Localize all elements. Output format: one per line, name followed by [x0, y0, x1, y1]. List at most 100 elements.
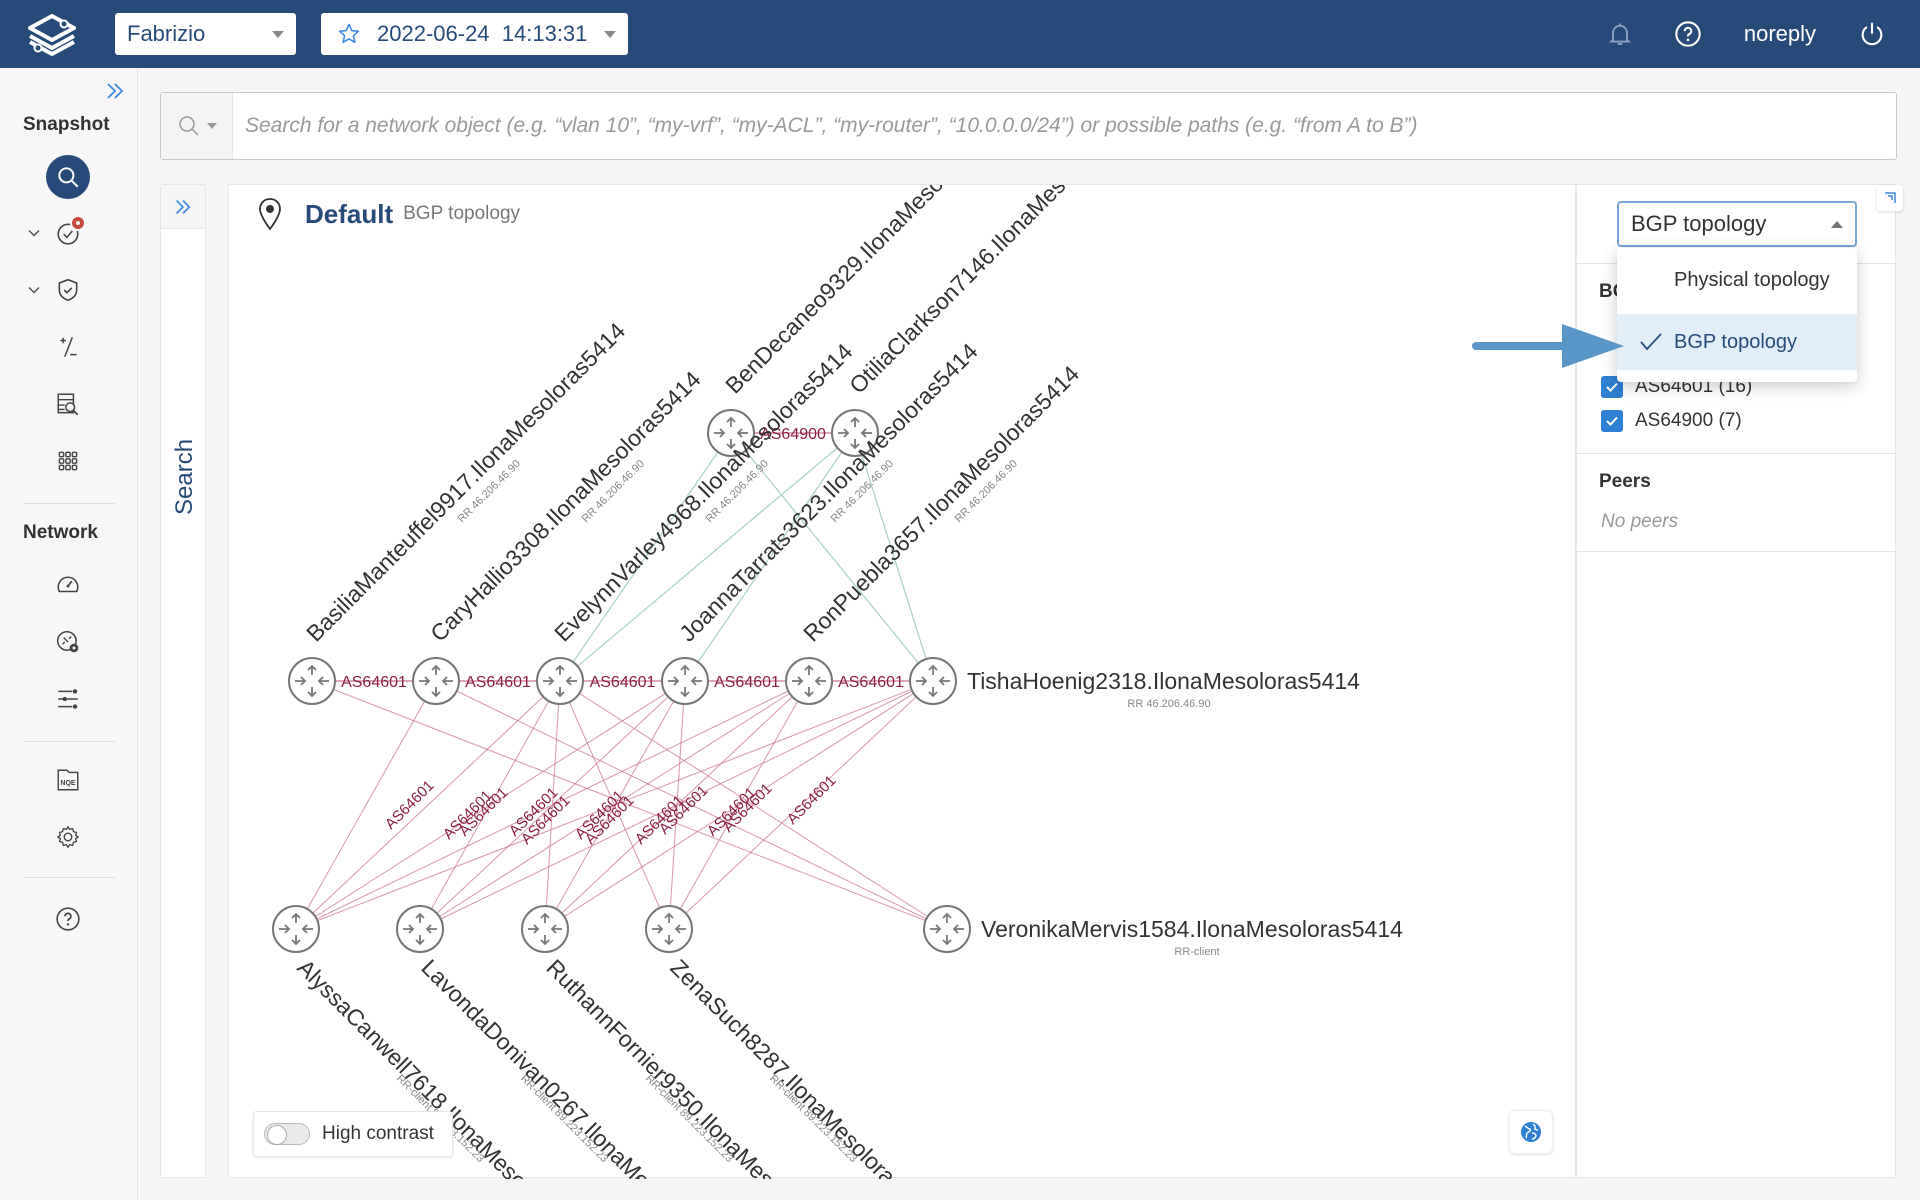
sidebar: Snapshot Network NQ — [0, 68, 138, 1200]
map-view-button[interactable] — [1509, 1110, 1553, 1154]
router-role: RR 46.206.46.90 — [1127, 698, 1210, 710]
star-icon[interactable] — [337, 22, 361, 46]
search-icon — [178, 116, 199, 136]
sidebar-item-collection-settings[interactable] — [46, 620, 90, 664]
plus-minus-icon — [60, 336, 77, 358]
sidebar-item-settings[interactable] — [46, 815, 90, 859]
help-icon[interactable] — [1674, 20, 1702, 48]
sidebar-item-dashboard[interactable] — [46, 563, 90, 607]
sidebar-item-verifications[interactable] — [46, 211, 90, 255]
svg-text:AS64601: AS64601 — [838, 674, 904, 691]
nqe-folder-icon: NQE — [57, 769, 79, 791]
sliders-icon — [58, 689, 78, 709]
top-bar: Fabrizio 2022-06-24 14:13:31 noreply — [0, 0, 1920, 68]
shield-check-icon — [58, 278, 78, 302]
svg-text:AS64601: AS64601 — [784, 772, 840, 828]
router-node[interactable]: VeronikaMervis1584.IlonaMesoloras5414RR-… — [923, 905, 1403, 958]
annotation-arrow-icon — [1472, 324, 1624, 368]
dropdown-option-physical-topology[interactable]: Physical topology — [1674, 268, 1830, 291]
router-name: TishaHoenig2318.IlonaMesoloras5414 — [967, 668, 1360, 694]
global-search-bar — [160, 92, 1897, 160]
search-side-tab: Search — [160, 184, 206, 1178]
corner-arrow-icon — [1885, 192, 1896, 203]
sidebar-item-search[interactable] — [46, 155, 90, 199]
grid-icon — [58, 451, 78, 471]
gauge-icon — [57, 576, 79, 593]
dropdown-option-bgp-topology[interactable]: BGP topology — [1617, 314, 1857, 370]
svg-text:AS64601: AS64601 — [382, 777, 438, 833]
high-contrast-toggle[interactable]: High contrast — [253, 1111, 453, 1157]
topology-view-select[interactable]: BGP topology — [1617, 201, 1857, 247]
chevron-down-icon[interactable] — [27, 226, 41, 240]
topology-view-dropdown-menu: Physical topology BGP topology — [1617, 248, 1857, 382]
canvas-header: Default BGP topology — [257, 197, 520, 231]
checkbox-checked[interactable] — [1601, 410, 1623, 432]
svg-text:AS64601: AS64601 — [465, 674, 531, 691]
search-input[interactable] — [245, 93, 1885, 159]
sidebar-divider — [23, 877, 115, 878]
checkbox-checked[interactable] — [1601, 376, 1623, 398]
chevron-down-icon — [604, 31, 616, 38]
sidebar-item-security[interactable] — [46, 268, 90, 312]
peers-heading: Peers — [1599, 471, 1651, 492]
sidebar-section-snapshot: Snapshot — [23, 114, 110, 135]
sidebar-divider — [23, 503, 115, 504]
sidebar-item-nqe[interactable]: NQE — [46, 758, 90, 802]
panel-divider — [1577, 453, 1895, 454]
peers-empty-text: No peers — [1601, 511, 1679, 532]
device-search-icon — [57, 393, 79, 416]
svg-text:AS64601: AS64601 — [714, 674, 780, 691]
gear-icon — [57, 826, 79, 848]
help-icon — [56, 907, 80, 931]
expand-sidebar-icon[interactable] — [104, 80, 126, 102]
workspace-select[interactable]: Fabrizio — [115, 13, 296, 55]
expand-search-panel-button[interactable] — [161, 185, 205, 229]
search-tab-label[interactable]: Search — [171, 438, 198, 515]
router-node[interactable]: TishaHoenig2318.IlonaMesoloras5414 RR 46.… — [909, 657, 1360, 710]
panel-divider — [1577, 551, 1895, 552]
sidebar-item-settings-sliders[interactable] — [46, 677, 90, 721]
collapse-panel-button[interactable] — [1877, 185, 1903, 211]
selected-view: BGP topology — [1631, 211, 1767, 236]
bell-icon[interactable] — [1606, 20, 1634, 48]
sidebar-item-apps[interactable] — [46, 439, 90, 483]
app-logo-icon[interactable] — [20, 10, 84, 58]
sidebar-divider — [23, 741, 115, 742]
toggle-switch[interactable] — [264, 1123, 310, 1145]
as-filter-item[interactable]: AS64900 (7) — [1601, 410, 1742, 432]
router-node[interactable]: RuthannFornier9350.IlonaMesoloras5414RR-… — [521, 905, 860, 1179]
chevron-down-icon[interactable] — [27, 283, 41, 297]
username[interactable]: noreply — [1743, 21, 1816, 46]
snapshot-timestamp: 2022-06-24 14:13:31 — [377, 21, 588, 46]
network-name: Default — [305, 198, 394, 229]
search-mode-select[interactable] — [161, 93, 233, 159]
check-circle-icon — [57, 223, 79, 245]
svg-text:AS64900: AS64900 — [760, 426, 826, 443]
svg-text:AS64601: AS64601 — [590, 674, 656, 691]
topology-type: BGP topology — [403, 203, 521, 224]
search-icon — [58, 167, 79, 188]
router-node[interactable]: ZenaSuch8287.IlonaMesoloras5414RR-client… — [645, 905, 945, 1179]
notification-badge — [70, 215, 86, 231]
high-contrast-label: High contrast — [322, 1123, 434, 1144]
graph-edges — [295, 432, 948, 930]
chevron-down-icon — [206, 123, 217, 129]
router-gear-icon — [56, 630, 79, 653]
chevron-up-icon — [1831, 221, 1843, 228]
sidebar-item-diff[interactable] — [46, 325, 90, 369]
sidebar-item-inventory-search[interactable] — [46, 382, 90, 426]
power-icon[interactable] — [1858, 20, 1886, 48]
as-filter-label: AS64900 (7) — [1635, 410, 1742, 431]
globe-icon — [1521, 1122, 1541, 1142]
router-name: VeronikaMervis1584.IlonaMesoloras5414 — [981, 916, 1403, 942]
snapshot-select[interactable]: 2022-06-24 14:13:31 — [321, 13, 628, 55]
router-role: RR-client — [1174, 946, 1219, 958]
workspace-name: Fabrizio — [127, 21, 206, 46]
double-chevron-right-icon — [176, 199, 191, 214]
checkmark-icon — [1640, 333, 1662, 351]
sidebar-item-help[interactable] — [46, 897, 90, 941]
chevron-down-icon — [272, 31, 284, 38]
